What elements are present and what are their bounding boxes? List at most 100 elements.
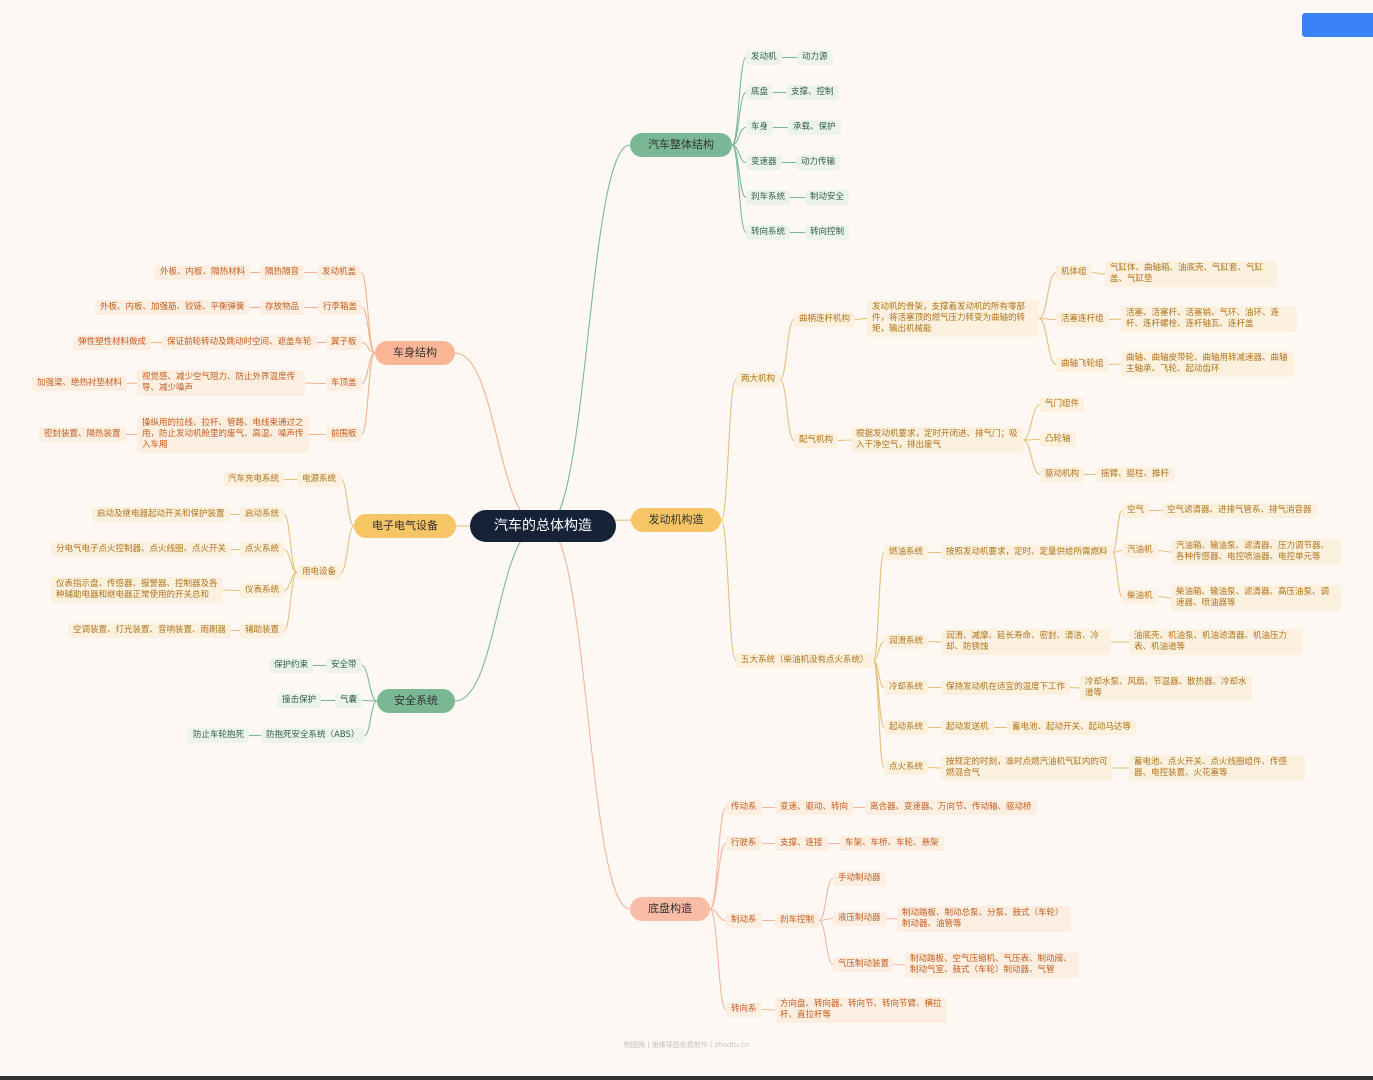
engine-five-systems[interactable]: 五大系统（柴油机没有点火系统） <box>736 653 874 668</box>
mindmap-node[interactable]: 变速器 <box>746 155 782 170</box>
mindmap-node[interactable]: 刹车系统 <box>746 190 791 205</box>
mindmap-node[interactable]: 安全带 <box>326 658 362 673</box>
mindmap-node[interactable]: 制动踏板、空气压缩机、气压表、制动阀、制动气室、鼓式（车轮）制动器、气管 <box>905 952 1079 978</box>
mindmap-node[interactable]: 仪表指示盘、传感器、报警器、控制器及各种辅助电器和继电器正常使用的开关总和 <box>51 577 223 603</box>
mindmap-node[interactable]: 曲柄连杆机构 <box>794 312 856 327</box>
mindmap-node[interactable]: 车顶盖 <box>326 376 362 391</box>
mindmap-node[interactable]: 起动发送机 <box>941 720 994 735</box>
mindmap-node[interactable]: 发动机盖 <box>317 265 362 280</box>
mindmap-node[interactable]: 保持发动机在适宜的温度下工作 <box>941 680 1071 695</box>
mindmap-node[interactable]: 活塞、活塞杆、活塞销、气环、油环、连杆、连杆螺栓、连杆轴瓦、连杆盖 <box>1121 306 1297 332</box>
branch-b4[interactable]: 安全系统 <box>377 689 455 713</box>
mindmap-node[interactable]: 摇臂、挺柱、推杆 <box>1096 467 1175 482</box>
mindmap-node[interactable]: 支撑、控制 <box>786 85 839 100</box>
mindmap-node[interactable]: 汽车充电系统 <box>223 472 285 487</box>
mindmap-node[interactable]: 分电气电子点火控制器、点火线圈、点火开关 <box>51 542 232 557</box>
mindmap-node[interactable]: 变速、驱动、转向 <box>775 800 854 815</box>
mindmap-node[interactable]: 翼子板 <box>326 335 362 350</box>
mindmap-node[interactable]: 加强梁、绝热衬垫材料 <box>32 376 128 391</box>
mindmap-node[interactable]: 制动踏板、制动总泵、分泵、鼓式（车轮）制动器、油管等 <box>897 906 1071 932</box>
branch-b5[interactable]: 发动机构造 <box>631 508 721 532</box>
mindmap-node[interactable]: 弹性塑性材料做成 <box>73 335 152 350</box>
mindmap-node[interactable]: 曲轴、曲轴皮带轮、曲轴用转减速器、曲轴主轴承、飞轮、起动齿环 <box>1121 351 1295 377</box>
mindmap-node[interactable]: 冷却系统 <box>884 680 929 695</box>
mindmap-node[interactable]: 动力传输 <box>796 155 841 170</box>
mindmap-node[interactable]: 前围板 <box>326 427 362 442</box>
mindmap-node[interactable]: 汽油机 <box>1122 543 1158 558</box>
mindmap-node[interactable]: 发动机 <box>746 50 782 65</box>
mindmap-node[interactable]: 动力源 <box>797 50 833 65</box>
mindmap-node[interactable]: 转向系 <box>726 1002 762 1017</box>
mindmap-node[interactable]: 蓄电池、起动开关、起动马达等 <box>1007 720 1137 735</box>
mindmap-node[interactable]: 手动制动器 <box>833 871 886 886</box>
mindmap-node[interactable]: 点火系统 <box>240 542 285 557</box>
mindmap-node[interactable]: 电源系统 <box>297 472 342 487</box>
mindmap-node[interactable]: 传动系 <box>726 800 762 815</box>
mindmap-node[interactable]: 柴油箱、输油泵、滤清器、高压油泵、调速器、喷油器等 <box>1171 585 1341 611</box>
mindmap-node[interactable]: 保证前轮转动及跳动时空间、遮盖车轮 <box>162 335 317 350</box>
mindmap-node[interactable]: 空气 <box>1122 503 1150 518</box>
mindmap-node[interactable]: 防抱死安全系统（ABS） <box>261 728 365 743</box>
mindmap-node[interactable]: 点火系统 <box>884 760 929 775</box>
mindmap-node[interactable]: 制动系 <box>726 913 762 928</box>
mindmap-node[interactable]: 机体组 <box>1056 265 1092 280</box>
mindmap-node[interactable]: 起动系统 <box>884 720 929 735</box>
mindmap-node[interactable]: 刹车控制 <box>775 913 820 928</box>
mindmap-node[interactable]: 根据发动机要求，定时开闭进、排气门；吸入干净空气，排出废气 <box>851 427 1023 453</box>
mindmap-node[interactable]: 车身 <box>746 120 774 135</box>
mindmap-node[interactable]: 配气机构 <box>794 433 839 448</box>
mindmap-node[interactable]: 柴油机 <box>1122 589 1158 604</box>
mindmap-node[interactable]: 燃油系统 <box>884 545 929 560</box>
mindmap-node[interactable]: 活塞连杆组 <box>1056 312 1109 327</box>
mindmap-node[interactable]: 保护约束 <box>269 658 314 673</box>
mindmap-node[interactable]: 操纵用的拉线、拉杆、管路、电线束通过之用，防止发动机舱里的废气、高温、噪声传入车… <box>137 416 309 453</box>
mindmap-node[interactable]: 气缸体、曲轴箱、油底壳、气缸套、气缸盖、气缸垫 <box>1105 261 1277 287</box>
mindmap-node[interactable]: 承载、保护 <box>788 120 841 135</box>
mindmap-node[interactable]: 启动系统 <box>240 507 285 522</box>
branch-b2[interactable]: 车身结构 <box>375 341 455 365</box>
root-node[interactable]: 汽车的总体构造 <box>470 510 616 542</box>
top-right-button[interactable] <box>1302 13 1373 37</box>
mindmap-node[interactable]: 油底壳、机油泵、机油滤清器、机油压力表、机油道等 <box>1129 629 1303 655</box>
mindmap-node[interactable]: 撞击保护 <box>277 693 322 708</box>
engine-two-mechanisms[interactable]: 两大机构 <box>736 372 781 387</box>
mindmap-node[interactable]: 防止车轮抱死 <box>188 728 250 743</box>
mindmap-node[interactable]: 气囊 <box>335 693 363 708</box>
mindmap-node[interactable]: 气门组件 <box>1040 397 1085 412</box>
mindmap-node[interactable]: 车架、车桥、车轮、悬架 <box>840 836 944 851</box>
mindmap-node[interactable]: 润滑系统 <box>884 634 929 649</box>
mindmap-node[interactable]: 视觉感、减少空气阻力、防止外界温度传导、减少噪声 <box>137 370 305 396</box>
mindmap-node[interactable]: 制动安全 <box>805 190 850 205</box>
mindmap-node[interactable]: 底盘 <box>746 85 774 100</box>
mindmap-node[interactable]: 润滑、减摩、延长寿命、密封、清洁、冷却、防锈蚀 <box>941 629 1111 655</box>
mindmap-node[interactable]: 支撑、连接 <box>775 836 828 851</box>
mindmap-node[interactable]: 曲轴飞轮组 <box>1056 357 1109 372</box>
mindmap-node[interactable]: 离合器、变速器、万向节、传动轴、驱动桥 <box>865 800 1037 815</box>
mindmap-node[interactable]: 外板、内板、加强筋、铰链、平衡弹簧 <box>95 300 250 315</box>
mindmap-node[interactable]: 转向控制 <box>805 225 850 240</box>
branch-b6[interactable]: 底盘构造 <box>630 897 710 921</box>
mindmap-node[interactable]: 液压制动器 <box>833 911 886 926</box>
mindmap-node[interactable]: 辅助装置 <box>240 623 285 638</box>
mindmap-node[interactable]: 行李箱盖 <box>318 300 363 315</box>
mindmap-node[interactable]: 用电设备 <box>297 565 342 580</box>
mindmap-node[interactable]: 按规定的时刻，准时点燃汽油机气缸内的可燃混合气 <box>941 755 1113 781</box>
mindmap-node[interactable]: 启动及继电器起动开关和保护装置 <box>92 507 230 522</box>
mindmap-node[interactable]: 汽油箱、输油泵、滤清器、压力调节器、各种传感器、电控喷油器、电控单元等 <box>1171 539 1341 565</box>
mindmap-node[interactable]: 存放物品 <box>260 300 305 315</box>
mindmap-node[interactable]: 方向盘、转向器、转向节、转向节臂、横拉杆、直拉杆等 <box>775 997 947 1023</box>
branch-b3[interactable]: 电子电气设备 <box>354 514 456 538</box>
mindmap-node[interactable]: 凸轮轴 <box>1040 432 1076 447</box>
mindmap-node[interactable]: 按照发动机要求，定时、定量供给所需燃料 <box>941 545 1113 560</box>
mindmap-node[interactable]: 外板、内板、隔热材料 <box>155 265 251 280</box>
mindmap-node[interactable]: 发动机的骨架，支撑着发动机的所有零部件，将活塞顶的燃气压力转变为曲轴的转矩，输出… <box>867 300 1039 337</box>
mindmap-node[interactable]: 隔热隔音 <box>260 265 305 280</box>
mindmap-node[interactable]: 空调装置、灯光装置、音响装置、雨刷器 <box>68 623 232 638</box>
mindmap-node[interactable]: 空气滤清器、进排气管系、排气消音器 <box>1162 503 1317 518</box>
mindmap-node[interactable]: 密封装置、隔热装置 <box>39 427 126 442</box>
mindmap-node[interactable]: 冷却水泵、风扇、节温器、散热器、冷却水道等 <box>1080 675 1252 701</box>
mindmap-node[interactable]: 驱动机构 <box>1040 467 1085 482</box>
branch-b1[interactable]: 汽车整体结构 <box>630 133 732 157</box>
mindmap-node[interactable]: 仪表系统 <box>240 583 285 598</box>
mindmap-node[interactable]: 转向系统 <box>746 225 791 240</box>
